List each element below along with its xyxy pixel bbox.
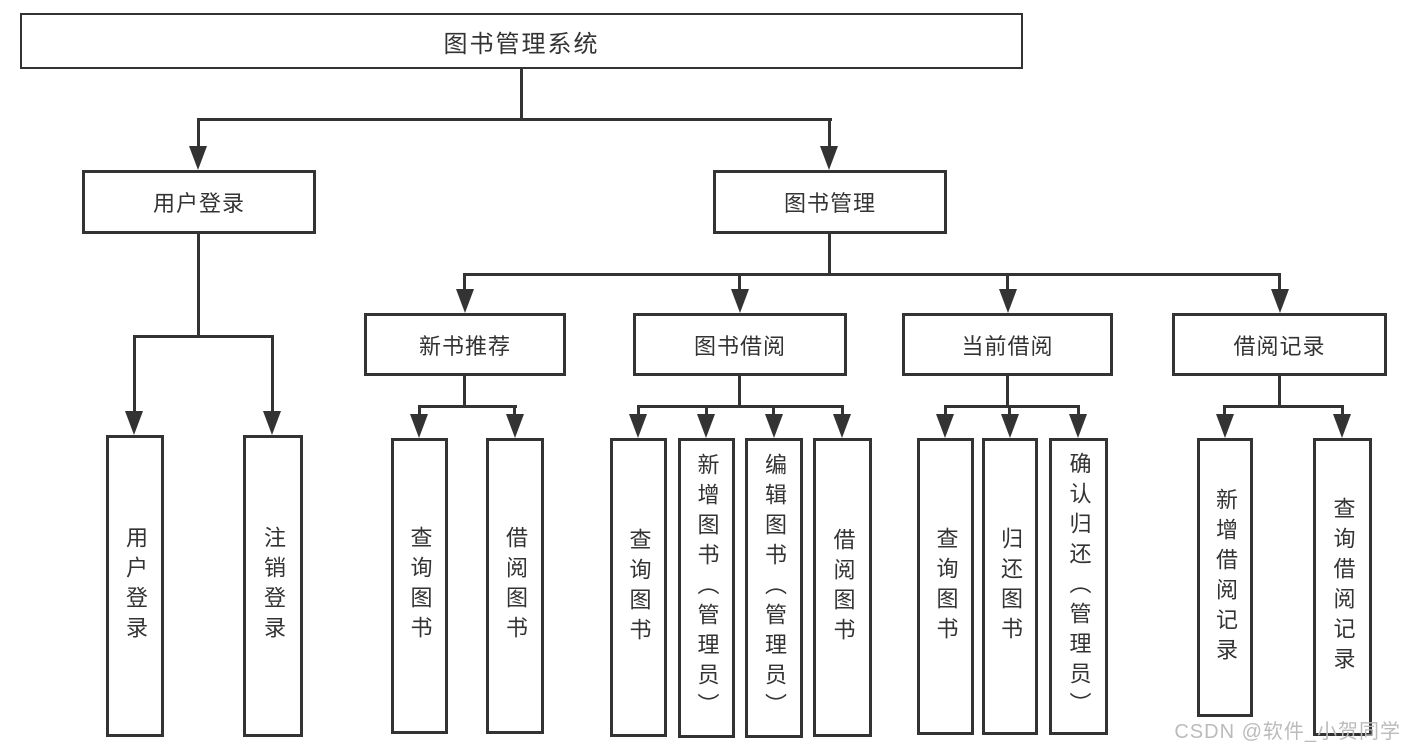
node-query-books-a: 查询图书 (391, 438, 448, 734)
arrowhead-c3 (1069, 414, 1087, 438)
arrowhead-book-mgmt (820, 146, 838, 170)
arrowhead-borrow-records (1271, 289, 1289, 313)
node-label: 编辑图书（管理员） (762, 453, 787, 723)
node-label: 当前借阅 (961, 333, 1054, 359)
node-book-mgmt-group: 图书管理 (713, 170, 947, 234)
node-label: 查询图书 (626, 527, 652, 648)
node-user-login-group: 用户登录 (82, 170, 316, 234)
node-book-borrow: 图书借阅 (633, 313, 847, 376)
node-borrow-records: 借阅记录 (1172, 313, 1387, 376)
connector-drop-book-mgmt (828, 118, 831, 151)
node-label: 图书管理系统 (443, 30, 600, 58)
connector-drop-current-borrow (1006, 273, 1009, 293)
connector-drop-b3 (772, 405, 775, 419)
node-query-books-b: 查询图书 (610, 438, 667, 737)
connector-book-borrow-trunk (738, 375, 741, 408)
connector-mgmt-trunk (828, 234, 831, 276)
node-current-borrow: 当前借阅 (902, 313, 1113, 376)
node-label: 借阅图书 (830, 527, 856, 648)
node-query-books-c: 查询图书 (917, 438, 974, 735)
connector-drop-book-borrow (738, 273, 741, 293)
arrowhead-d2 (1333, 414, 1351, 438)
connector-drop-b2 (705, 405, 708, 419)
arrowhead-b4 (833, 414, 851, 438)
node-borrow-books-b: 借阅图书 (813, 438, 872, 737)
node-label: 查询图书 (407, 526, 433, 646)
connector-drop-user-login (197, 118, 200, 151)
connector-drop-a1 (418, 405, 421, 419)
connector-new-books-trunk (463, 375, 466, 408)
arrowhead-b1 (629, 414, 647, 438)
connector-drop-borrow-records (1278, 273, 1281, 293)
node-label: 图书借阅 (693, 333, 786, 359)
connector-book-borrow-bracket (637, 405, 844, 408)
node-confirm-return-admin: 确认归还（管理员） (1049, 438, 1108, 735)
connector-current-borrow-bracket (944, 405, 1080, 408)
arrowhead-user-login (189, 146, 207, 170)
node-label: 新书推荐 (418, 333, 511, 359)
node-logout-leaf: 注销登录 (243, 435, 303, 737)
connector-current-borrow-trunk (1006, 375, 1009, 408)
node-label: 确认归还（管理员） (1066, 451, 1092, 722)
node-label: 注销登录 (261, 526, 286, 646)
arrowhead-a1 (410, 414, 428, 438)
node-return-books: 归还图书 (982, 438, 1038, 735)
connector-root-bracket (197, 118, 832, 121)
connector-root-trunk (520, 69, 523, 121)
connector-drop-c3 (1077, 405, 1080, 419)
connector-drop-b1 (637, 405, 640, 419)
node-label: 查询借阅记录 (1330, 497, 1356, 677)
node-label: 新增图书（管理员） (694, 453, 720, 723)
connector-mgmt-bracket (464, 273, 1281, 276)
node-label: 新增借阅记录 (1213, 487, 1238, 668)
node-new-books: 新书推荐 (364, 313, 566, 376)
node-add-books-admin: 新增图书（管理员） (678, 438, 735, 738)
node-label: 用户登录 (152, 191, 245, 216)
arrowhead-b2 (697, 414, 715, 438)
node-user-login-leaf: 用户登录 (106, 435, 164, 737)
node-query-borrow-record: 查询借阅记录 (1313, 438, 1372, 736)
node-label: 归还图书 (998, 526, 1023, 647)
connector-drop-a2 (513, 405, 516, 419)
arrowhead-logout (263, 411, 281, 435)
node-edit-books-admin: 编辑图书（管理员） (745, 438, 803, 738)
node-label: 查询图书 (933, 526, 959, 647)
arrowhead-new-books (456, 289, 474, 313)
node-add-borrow-record: 新增借阅记录 (1197, 438, 1253, 717)
node-label: 借阅记录 (1233, 333, 1326, 359)
node-system-root: 图书管理系统 (20, 13, 1023, 69)
node-label: 借阅图书 (503, 526, 528, 646)
connector-drop-c2 (1008, 405, 1011, 419)
node-borrow-books-a: 借阅图书 (486, 438, 544, 734)
arrowhead-a2 (506, 414, 524, 438)
connector-new-books-bracket (418, 405, 517, 408)
arrowhead-c1 (936, 414, 954, 438)
connector-login-bracket (133, 335, 274, 338)
connector-login-trunk (197, 234, 200, 338)
connector-drop-d1 (1223, 405, 1226, 419)
connector-drop-d2 (1341, 405, 1344, 419)
arrowhead-login (125, 411, 143, 435)
arrowhead-b3 (765, 414, 783, 438)
arrowhead-current-borrow (999, 289, 1017, 313)
connector-drop-c1 (944, 405, 947, 419)
node-label: 图书管理 (783, 191, 876, 216)
arrowhead-d1 (1216, 414, 1234, 438)
connector-borrow-records-trunk (1278, 375, 1281, 408)
connector-drop-logout (271, 335, 274, 414)
connector-drop-new-books (463, 273, 466, 293)
watermark: CSDN @软件_小贺同学 (1174, 721, 1401, 743)
connector-borrow-records-bracket (1223, 405, 1344, 408)
node-label: 用户登录 (123, 526, 148, 646)
connector-drop-login (133, 335, 136, 414)
connector-drop-b4 (841, 405, 844, 419)
arrowhead-book-borrow (731, 289, 749, 313)
arrowhead-c2 (1001, 414, 1019, 438)
